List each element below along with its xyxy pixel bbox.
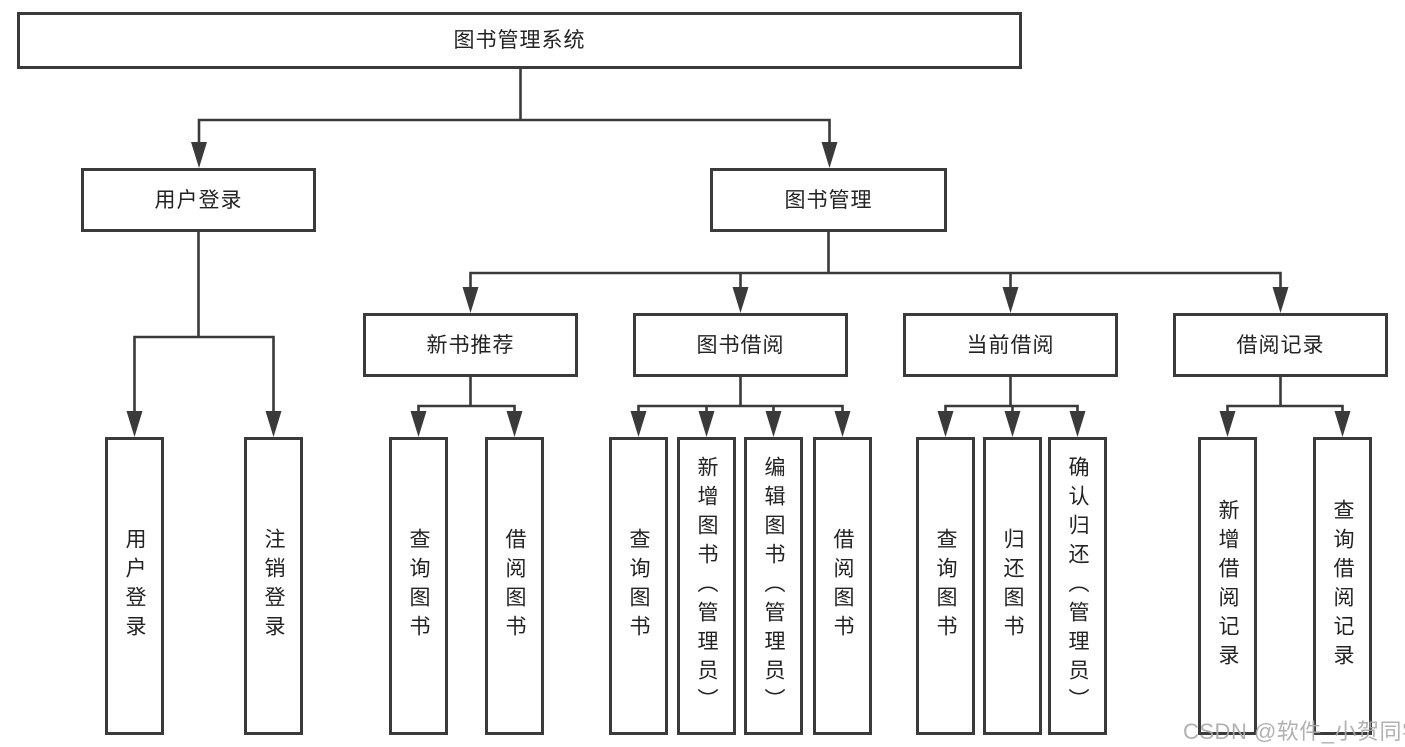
arrowhead-icon bbox=[765, 411, 782, 437]
arrowhead-icon bbox=[1004, 411, 1021, 437]
arrowhead-icon bbox=[265, 411, 282, 437]
node-new-book-recommend: 新书推荐 bbox=[363, 313, 578, 377]
leaf-query-borrow-record: 查询借阅记录 bbox=[1313, 437, 1372, 735]
leaf-borrow-books: 借阅图书 bbox=[813, 437, 872, 735]
arrowhead-icon bbox=[834, 411, 851, 437]
connector-user-login-group bbox=[133, 230, 275, 416]
leaf-return-book: 归还图书 bbox=[983, 437, 1042, 735]
leaf-user-login: 用户登录 bbox=[105, 437, 164, 735]
arrowhead-icon bbox=[462, 287, 479, 313]
leaf-edit-book-admin: 编辑图书（管理员） bbox=[744, 437, 803, 735]
arrowhead-icon bbox=[126, 411, 143, 437]
leaf-query-books-borrow: 查询图书 bbox=[609, 437, 668, 735]
connector-book-borrow-group bbox=[637, 375, 844, 416]
arrowhead-icons bbox=[126, 142, 1351, 437]
leaf-confirm-return-admin: 确认归还（管理员） bbox=[1048, 437, 1107, 735]
connector-current-borrow-group bbox=[944, 375, 1079, 416]
node-book-borrowing: 图书借阅 bbox=[633, 313, 848, 377]
csdn-watermark: CSDN @软件_小贺同学 bbox=[1183, 719, 1405, 744]
node-borrowing-records: 借阅记录 bbox=[1173, 313, 1388, 377]
arrowhead-icon bbox=[1272, 287, 1289, 313]
arrowhead-icon bbox=[630, 411, 647, 437]
leaf-logout: 注销登录 bbox=[244, 437, 303, 735]
arrowhead-icon bbox=[1002, 287, 1019, 313]
leaf-add-book-admin: 新增图书（管理员） bbox=[677, 437, 736, 735]
arrowhead-icon bbox=[1334, 411, 1351, 437]
leaf-borrow-books-recommend: 借阅图书 bbox=[485, 437, 544, 735]
leaf-add-borrow-record: 新增借阅记录 bbox=[1198, 437, 1257, 735]
arrowhead-icon bbox=[191, 142, 207, 168]
arrowhead-icon bbox=[506, 411, 523, 437]
leaf-query-books-recommend: 查询图书 bbox=[389, 437, 448, 735]
arrowhead-icon bbox=[410, 411, 427, 437]
node-user-login: 用户登录 bbox=[81, 168, 316, 232]
node-current-borrowing: 当前借阅 bbox=[903, 313, 1118, 377]
arrowhead-icon bbox=[821, 142, 838, 168]
arrowhead-icon bbox=[698, 411, 715, 437]
connector-new-book-group bbox=[417, 375, 516, 416]
tree-connectors bbox=[133, 67, 1344, 416]
arrowhead-icon bbox=[937, 411, 954, 437]
leaf-query-books-current: 查询图书 bbox=[916, 437, 975, 735]
node-book-management: 图书管理 bbox=[710, 168, 947, 232]
arrowhead-icon bbox=[1069, 411, 1086, 437]
connector-borrow-record-group bbox=[1226, 375, 1344, 416]
connector-book-mgmt-group bbox=[469, 230, 1282, 292]
connector-root bbox=[197, 67, 831, 147]
arrowhead-icon bbox=[732, 287, 749, 313]
node-library-system-root: 图书管理系统 bbox=[17, 12, 1022, 69]
arrowhead-icon bbox=[1219, 411, 1236, 437]
